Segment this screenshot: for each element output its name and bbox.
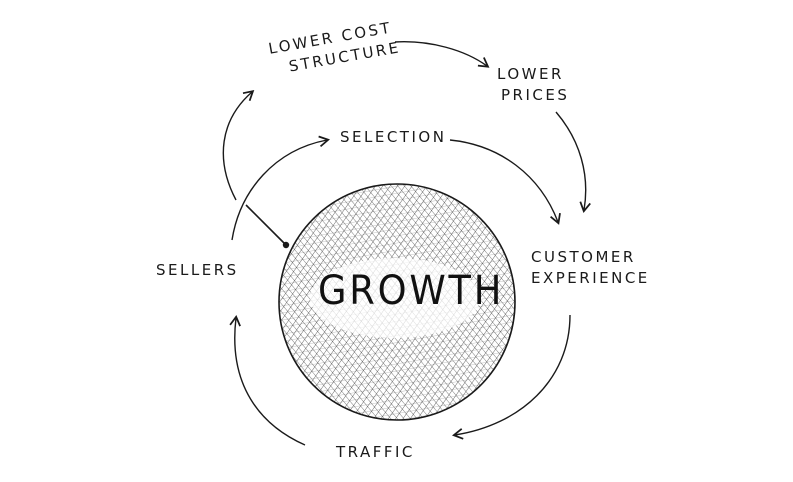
connector-to-growth-circle (245, 204, 287, 246)
node-customer-experience-line1: Customer (531, 248, 636, 266)
growth-circle (278, 183, 516, 421)
node-sellers: Sellers (156, 261, 239, 279)
arrow-sellers-to-selection (231, 135, 330, 241)
arrow-selection-to-customer-experience (449, 139, 561, 225)
node-lower-prices-line2: prices (501, 86, 570, 104)
node-customer-experience-line2: Experience (531, 269, 650, 287)
arrow-sellers-to-lower-cost (222, 89, 255, 201)
node-lower-prices: Lower prices (497, 64, 569, 106)
arrow-traffic-to-sellers (229, 314, 306, 446)
arrow-lower-prices-to-customer-experience (555, 111, 591, 213)
arrow-customer-experience-to-traffic (451, 314, 571, 440)
connector-dot (282, 241, 290, 249)
node-lower-prices-line1: Lower (497, 65, 564, 83)
node-traffic: Traffic (336, 443, 415, 461)
node-customer-experience: Customer Experience (531, 247, 650, 289)
growth-label: GROWTH (318, 268, 505, 314)
arrow-lower-cost-to-lower-prices (394, 41, 490, 68)
node-selection: Selection (340, 128, 447, 146)
